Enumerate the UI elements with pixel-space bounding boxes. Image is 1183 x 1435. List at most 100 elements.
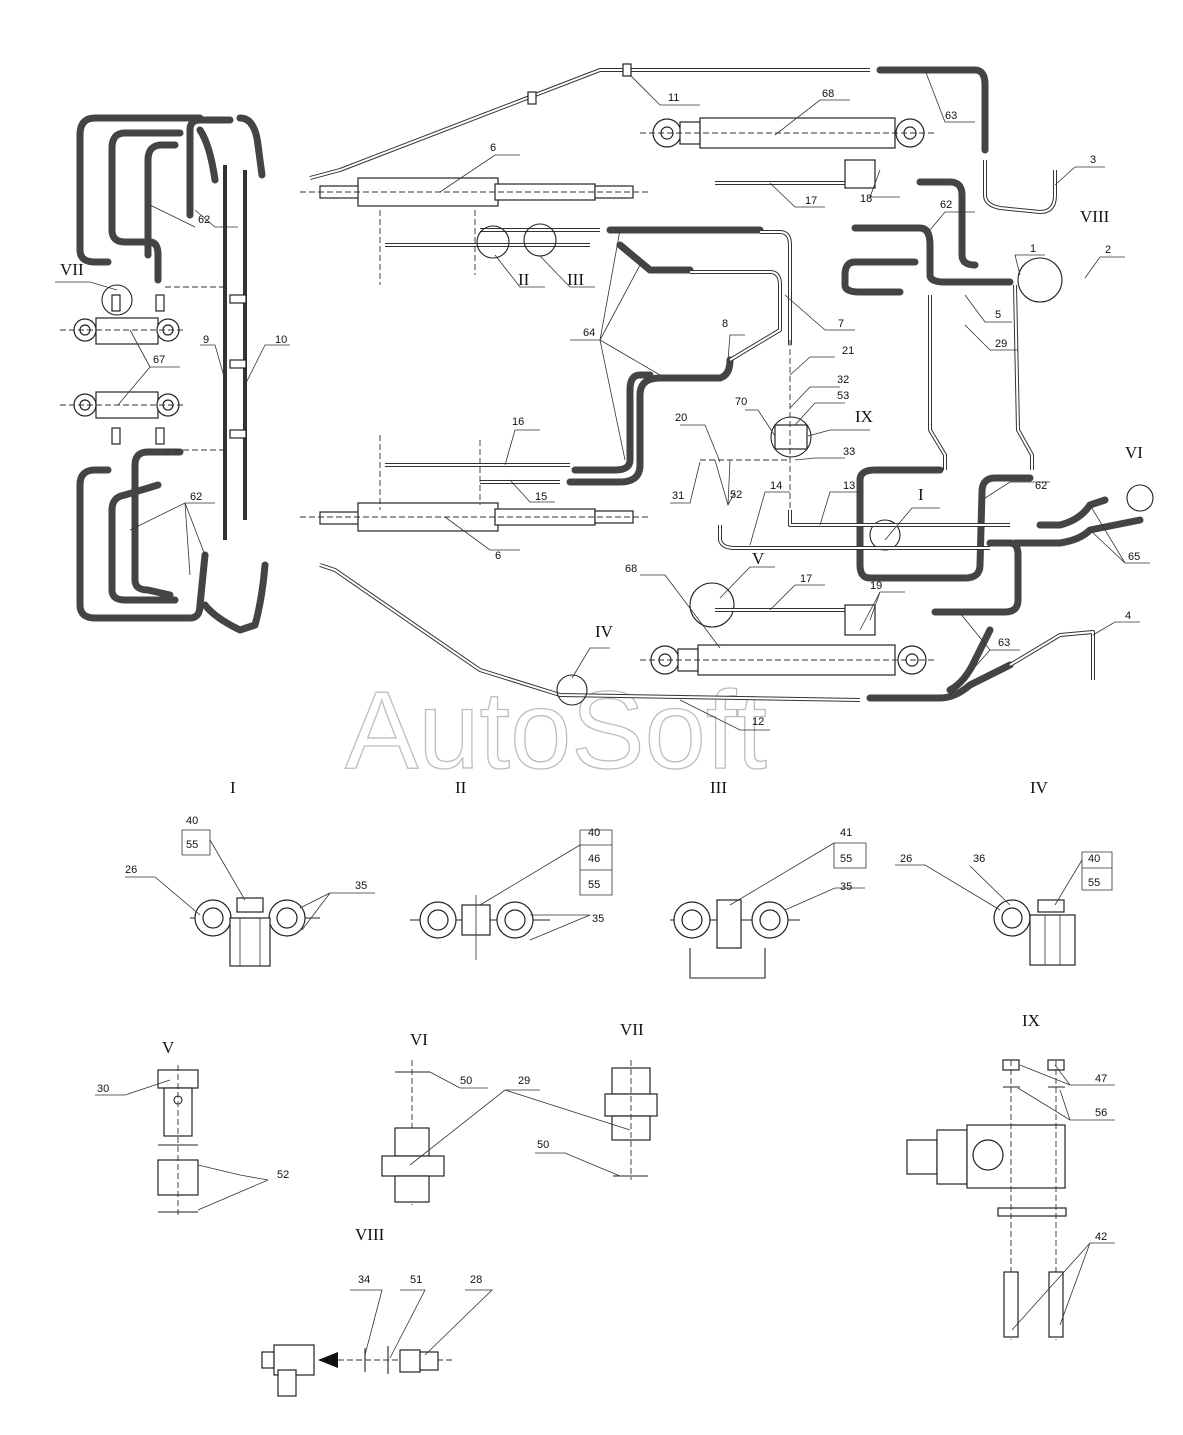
view-label-III: III	[567, 270, 584, 289]
callout-28: 28	[470, 1274, 482, 1286]
clamp	[229, 359, 247, 369]
left-hose-group	[76, 114, 269, 634]
pipe-8	[690, 270, 782, 362]
callout-64: 64	[583, 327, 595, 339]
cylinder-6-lower	[300, 435, 650, 532]
valves-II-III	[379, 210, 600, 285]
callout-42: 42	[1095, 1231, 1107, 1243]
callout-11: 11	[668, 92, 679, 104]
detail-title-II: II	[455, 778, 467, 797]
hose-upper-loop-mid	[108, 129, 184, 284]
detail-IV-clamp: 26 36 40 55	[895, 851, 1113, 966]
callout-50: 50	[537, 1139, 549, 1151]
detail-marker-VI	[1126, 484, 1154, 512]
callout-62: 62	[190, 491, 202, 503]
callout-4: 4	[1125, 610, 1131, 622]
callout-15: 15	[535, 491, 547, 503]
callout-46: 46	[588, 853, 600, 865]
callout-6: 6	[490, 142, 496, 154]
callout-70: 70	[735, 396, 747, 408]
callout-2: 2	[1105, 244, 1111, 256]
callout-41: 41	[840, 827, 852, 839]
callout-55: 55	[186, 839, 198, 851]
callout-17: 17	[805, 195, 817, 207]
hose-63-top	[876, 66, 989, 154]
callout-51: 51	[410, 1274, 422, 1286]
detail-marker-V	[689, 582, 735, 628]
callout-36: 36	[973, 853, 985, 865]
hose-64-group	[566, 226, 764, 486]
callout-63: 63	[945, 110, 957, 122]
pipe-7	[760, 230, 792, 345]
callout-31: 31	[672, 490, 684, 502]
hose-upper-loop-inner	[144, 141, 179, 259]
hose-upper-diag	[196, 126, 219, 184]
callout-20: 20	[675, 412, 687, 424]
callout-29: 29	[518, 1075, 530, 1087]
callout-68: 68	[625, 563, 637, 575]
detail-V: V 30 52	[95, 1038, 289, 1215]
callout-13: 13	[843, 480, 855, 492]
callout-18: 18	[860, 193, 872, 205]
callout-56: 56	[1095, 1107, 1107, 1119]
callout-52: 52	[277, 1169, 289, 1181]
view-label-IX: IX	[855, 407, 873, 426]
detail-marker-VIII	[1017, 257, 1063, 303]
clamp	[229, 294, 247, 304]
valve-18	[844, 159, 876, 189]
callout-17: 17	[800, 573, 812, 585]
detail-VIII: VIII 34 51 28	[261, 1225, 493, 1397]
cylinder-67-lower	[60, 391, 185, 419]
callout-19: 19	[870, 580, 882, 592]
pipe-3	[983, 160, 1057, 214]
callout-35: 35	[592, 913, 604, 925]
callout-5: 5	[995, 309, 1001, 321]
callout-labels: 11 68 6 63 3 17 18 62 62 1 VIII 2 5 29 7…	[60, 88, 1143, 728]
callout-32: 32	[837, 374, 849, 386]
callout-29: 29	[995, 338, 1007, 350]
detail-title-IV: IV	[1030, 778, 1049, 797]
callout-6: 6	[495, 550, 501, 562]
callout-68: 68	[822, 88, 834, 100]
view-label-I: I	[918, 485, 924, 504]
callout-55: 55	[840, 853, 852, 865]
detail-VI: VI 50 29	[381, 1030, 540, 1205]
callout-35: 35	[840, 881, 852, 893]
detail-title-III: III	[710, 778, 727, 797]
callout-62: 62	[1035, 480, 1047, 492]
detail-title-I: I	[230, 778, 236, 797]
right-hoses	[841, 178, 1144, 702]
detail-marker-IV	[556, 674, 588, 706]
callout-21: 21	[842, 345, 854, 357]
callout-40: 40	[1088, 853, 1100, 865]
watermark-text: AutoSoft	[345, 669, 767, 792]
detail-title-VI: VI	[410, 1030, 428, 1049]
callout-7: 7	[838, 318, 844, 330]
callout-65: 65	[1128, 551, 1140, 563]
view-label-IV: IV	[595, 622, 614, 641]
callout-26: 26	[125, 864, 137, 876]
callout-52: 52	[730, 489, 742, 501]
detail-title-V: V	[162, 1038, 175, 1057]
callout-34: 34	[358, 1274, 370, 1286]
callout-62: 62	[940, 199, 952, 211]
view-label-V: V	[752, 549, 765, 568]
callout-16: 16	[512, 416, 524, 428]
detail-II-clamp: 40 46 55 35	[410, 827, 613, 960]
callout-50: 50	[460, 1075, 472, 1087]
callout-9: 9	[203, 334, 209, 346]
callout-33: 33	[843, 446, 855, 458]
view-label-VIII: VIII	[1080, 207, 1110, 226]
callout-62: 62	[198, 214, 210, 226]
view-label-VII: VII	[60, 260, 84, 279]
view-label-VI: VI	[1125, 443, 1143, 462]
callout-12: 12	[752, 716, 764, 728]
detail-marker-VII	[101, 284, 133, 316]
detail-marker-IX	[770, 416, 812, 458]
detail-IX: IX 47 56 42	[906, 1011, 1115, 1340]
pipe-11	[309, 63, 870, 180]
detail-title-VIII: VIII	[355, 1225, 385, 1244]
callout-63: 63	[998, 637, 1010, 649]
hose-upper-right	[236, 114, 266, 179]
